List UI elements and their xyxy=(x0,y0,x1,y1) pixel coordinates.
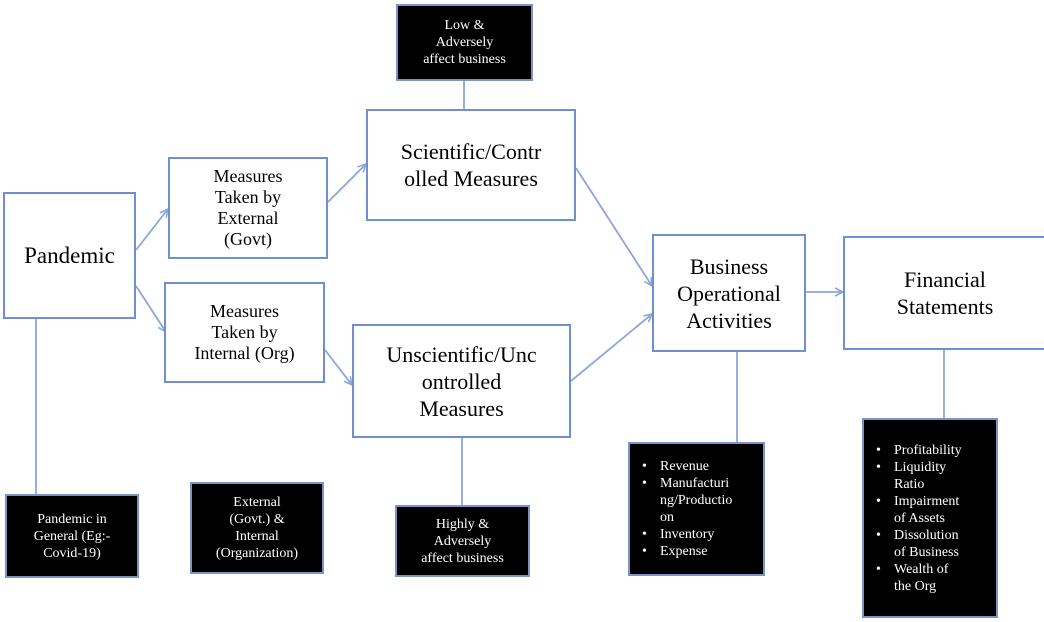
business-items-note: •Revenue •Manufacturi ng/Productio on •I… xyxy=(628,442,765,576)
financial-item-wealth: •Wealth of the Org xyxy=(876,561,949,594)
scientific-measures-label: Scientific/Contr olled Measures xyxy=(400,139,542,191)
internal-measures-label: Measures Taken by Internal (Org) xyxy=(194,301,295,363)
scientific-measures-node: Scientific/Contr olled Measures xyxy=(366,109,576,221)
bullet-icon: • xyxy=(876,459,881,475)
financial-item-impairment: •Impairment of Assets xyxy=(876,493,960,526)
unscientific-measures-label: Unscientific/Unc ontrolled Measures xyxy=(386,341,537,421)
bullet-icon: • xyxy=(642,527,647,542)
business-operational-label: Business Operational Activities xyxy=(677,253,781,333)
bullet-icon: • xyxy=(876,493,881,509)
bullet-icon: • xyxy=(876,561,881,577)
business-operational-node: Business Operational Activities xyxy=(652,234,806,352)
pandemic-general-note: Pandemic in General (Eg:- Covid-19) xyxy=(5,494,139,578)
business-item-manufacturing: •Manufacturi ng/Productio on xyxy=(642,476,733,525)
low-adverse-text: Low & Adversely affect business xyxy=(423,18,506,67)
external-internal-note: External (Govt.) & Internal (Organizatio… xyxy=(190,482,324,574)
unscientific-measures-node: Unscientific/Unc ontrolled Measures xyxy=(352,324,571,438)
business-item-inventory: •Inventory xyxy=(642,527,715,542)
pandemic-node: Pandemic xyxy=(3,192,136,319)
internal-measures-node: Measures Taken by Internal (Org) xyxy=(164,282,325,383)
bullet-icon: • xyxy=(876,442,881,458)
external-measures-label: Measures Taken by External (Govt) xyxy=(213,166,283,249)
arrow-external-to-scientific xyxy=(327,164,366,203)
external-internal-text: External (Govt.) & Internal (Organizatio… xyxy=(215,495,299,561)
arrow-pandemic-to-external xyxy=(135,209,168,251)
business-item-expense: •Expense xyxy=(642,544,708,559)
financial-statements-node: Financial Statements xyxy=(843,236,1044,350)
low-adverse-note: Low & Adversely affect business xyxy=(396,4,533,81)
arrow-pandemic-to-internal xyxy=(135,285,166,332)
business-items-list: •Revenue •Manufacturi ng/Productio on •I… xyxy=(630,452,763,566)
highly-adverse-note: Highly & Adversely affect business xyxy=(395,505,530,577)
arrow-scientific-to-business xyxy=(575,167,652,286)
bullet-icon: • xyxy=(642,544,647,559)
pandemic-general-text: Pandemic in General (Eg:- Covid-19) xyxy=(33,511,111,561)
bullet-icon: • xyxy=(642,476,647,491)
arrow-internal-to-unscientific xyxy=(324,349,352,385)
arrow-unscientific-to-business xyxy=(570,314,652,382)
bullet-icon: • xyxy=(642,459,647,474)
bullet-icon: • xyxy=(876,527,881,543)
external-measures-node: Measures Taken by External (Govt) xyxy=(168,157,328,259)
financial-item-liquidity: •Liquidity Ratio xyxy=(876,459,947,492)
pandemic-label: Pandemic xyxy=(24,242,115,268)
financial-statements-label: Financial Statements xyxy=(896,267,994,319)
highly-adverse-text: Highly & Adversely affect business xyxy=(421,516,504,566)
financial-items-note: •Profitability •Liquidity Ratio •Impairm… xyxy=(862,418,998,618)
financial-items-list: •Profitability •Liquidity Ratio •Impairm… xyxy=(864,436,996,601)
business-item-revenue: •Revenue xyxy=(642,459,709,474)
financial-item-profitability: •Profitability xyxy=(876,442,962,458)
financial-item-dissolution: •Dissolution of Business xyxy=(876,527,959,560)
